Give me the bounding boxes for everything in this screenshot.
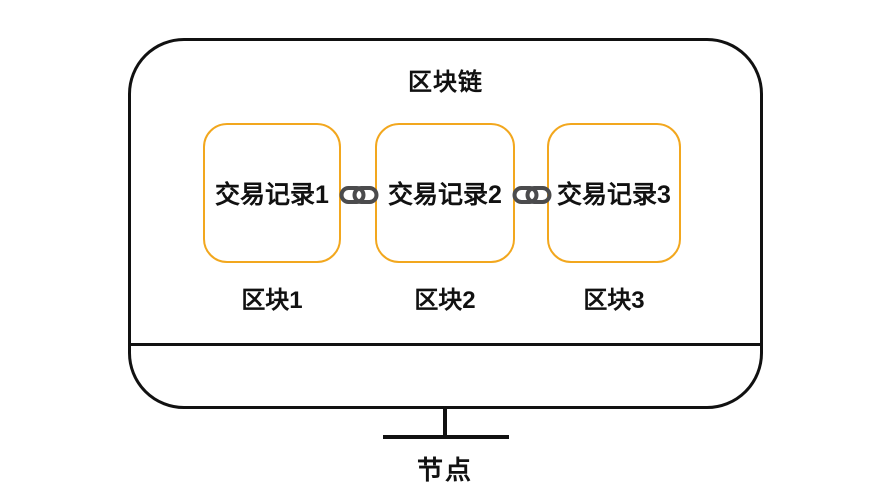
block-2-box: 交易记录2 [375, 123, 515, 263]
monitor-stand-neck [443, 408, 447, 437]
block-3-box: 交易记录3 [547, 123, 681, 263]
block-1-label: 区块1 [241, 287, 303, 314]
monitor-screen-divider [129, 343, 762, 346]
block-2-label: 区块2 [414, 287, 476, 314]
block-1-box: 交易记录1 [203, 123, 341, 263]
diagram-title: 区块链 [408, 69, 483, 96]
chain-link-icon [339, 183, 379, 207]
monitor-stand-base [383, 435, 509, 439]
block-1-record-label: 交易记录1 [215, 181, 329, 209]
block-3-label: 区块3 [583, 287, 645, 314]
block-3-record-label: 交易记录3 [557, 181, 671, 209]
block-2-record-label: 交易记录2 [388, 181, 502, 209]
chain-link-icon [512, 183, 552, 207]
node-label: 节点 [416, 455, 473, 485]
